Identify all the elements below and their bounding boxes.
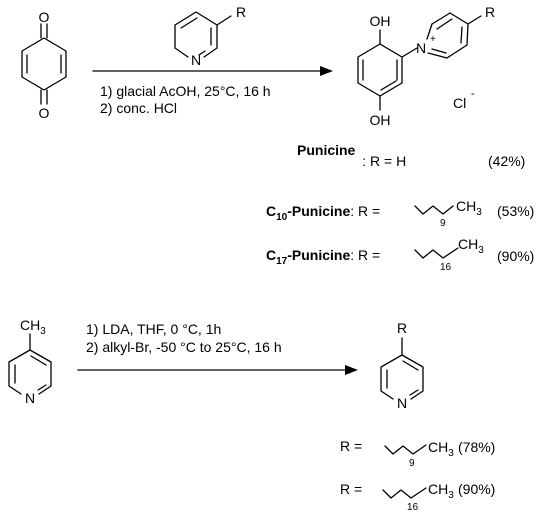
c17-chain-zigzag (414, 247, 459, 259)
hydroxyl-top-label: OH (370, 13, 391, 29)
pyridinium-nitrogen-label: N (416, 40, 426, 56)
c17-pyridine-yield: (90%) (458, 481, 495, 497)
c17-chain-repeat-count: 16 (440, 262, 452, 273)
c10-punicine-yield: (53%) (497, 203, 534, 219)
c17-pyridine-ch-text: CH (428, 481, 448, 497)
c17-ch-text: CH (458, 236, 478, 252)
hydroxyl-bottom-label: OH (370, 112, 391, 128)
c10-pyridine-chain-zigzag (384, 444, 427, 455)
c17-punicine-r-definition: : R = (350, 247, 380, 263)
chloride-label: Cl (453, 95, 466, 111)
arrow-1-condition-1: 1) glacial AcOH, 25°C, 16 h (100, 83, 271, 99)
pyridine-reagent-structure: N R (174, 4, 246, 68)
c17-pyridine-r-definition: R = (340, 481, 362, 497)
methyl-subscript: 3 (40, 326, 46, 337)
punicine-name: Punicine (297, 142, 356, 158)
4-picoline-structure: CH3 N (8, 317, 52, 406)
c17-pyridine-chain-repeat-count: 16 (407, 502, 419, 513)
punicine-products-list: Punicine : R = H (42%) C10-Punicine: R =… (266, 142, 534, 273)
reaction-arrow-1-head (320, 66, 333, 76)
chloride-charge: - (471, 88, 475, 100)
pyridinium-charge: + (430, 34, 436, 45)
c17-punicine-yield: (90%) (497, 248, 534, 264)
c10-pyridine-terminal-methyl: CH3 (428, 439, 454, 459)
arrow-1-condition-2: 2) conc. HCl (100, 100, 177, 116)
arrow-2-condition-2: 2) alkyl-Br, -50 °C to 25°C, 16 h (86, 339, 282, 355)
c10-punicine-name-subscript: 10 (276, 212, 288, 223)
punicine-row: Punicine : R = H (297, 142, 406, 169)
punicine-r-definition: : R = H (362, 153, 406, 169)
c10-pyridine-ch3-subscript: 3 (448, 448, 454, 459)
c10-punicine-name-suffix: -Punicine (287, 203, 350, 219)
c10-pyridine-yield: (78%) (458, 439, 495, 455)
c10-pyridine-chain-repeat-count: 9 (409, 458, 415, 469)
methyl-ch-text: CH (20, 317, 40, 333)
punicine-product-structure: OH OH N + R Cl - (357, 4, 495, 128)
oxygen-top-label: O (39, 9, 50, 25)
c17-punicine-row: C17-Punicine: R = (266, 247, 380, 267)
picoline-nitrogen-label: N (25, 390, 35, 406)
c17-punicine-name-prefix: C (266, 247, 276, 263)
pyridinium-r-label: R (485, 4, 495, 20)
c10-punicine-row: C10-Punicine: R = (266, 203, 380, 223)
c17-pyridine-chain-zigzag (382, 487, 427, 499)
pyridine-r-label: R (236, 4, 246, 20)
c17-pyridine-terminal-methyl: CH3 (428, 481, 454, 501)
alkylpyridine-product-structure: R N (380, 320, 424, 411)
product-r-label: R (397, 320, 407, 336)
pyridine-nitrogen-label: N (191, 52, 201, 68)
benzoquinone-structure: O O (21, 9, 67, 121)
c10-pyridine-r-definition: R = (340, 438, 362, 454)
punicine-yield: (42%) (488, 153, 525, 169)
alkylpyridine-products-list: R = 9 CH3 (78%) R = 16 CH3 (90%) (340, 438, 495, 513)
reaction-arrow-2-head (345, 365, 358, 375)
methyl-label: CH3 (20, 317, 46, 337)
c17-punicine-name-suffix: -Punicine (287, 247, 350, 263)
oxygen-bottom-label: O (39, 105, 50, 121)
c10-punicine-name-prefix: C (266, 203, 276, 219)
arrow-2-condition-1: 1) LDA, THF, 0 °C, 1h (86, 321, 221, 337)
c10-chain-zigzag (414, 205, 454, 215)
product-nitrogen-label: N (397, 395, 407, 411)
c17-chain-terminal-methyl: CH3 (458, 236, 484, 256)
c10-ch3-subscript: 3 (476, 207, 482, 218)
c10-ch-text: CH (456, 198, 476, 214)
c10-chain-terminal-methyl: CH3 (456, 198, 482, 218)
c17-punicine-name-subscript: 17 (276, 256, 288, 267)
c10-pyridine-ch-text: CH (428, 439, 448, 455)
c17-ch3-subscript: 3 (478, 245, 484, 256)
c10-chain-repeat-count: 9 (440, 218, 446, 229)
c17-pyridine-ch3-subscript: 3 (448, 490, 454, 501)
c10-punicine-r-definition: : R = (350, 203, 380, 219)
